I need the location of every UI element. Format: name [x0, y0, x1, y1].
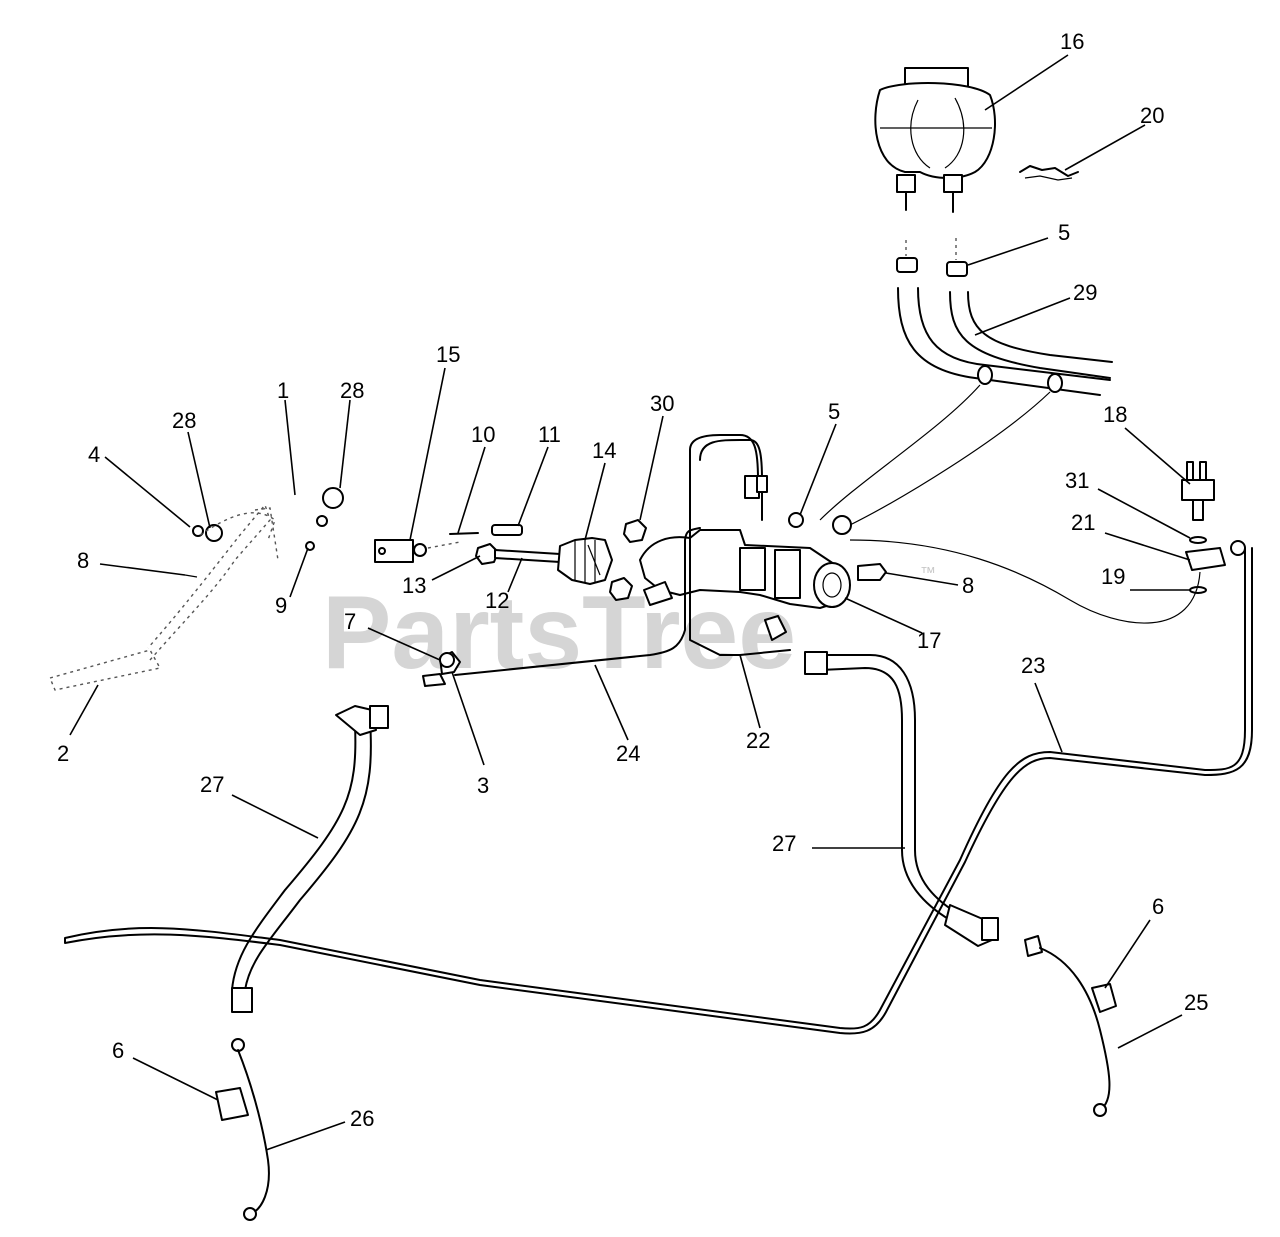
watermark-trademark: ™ [920, 565, 936, 582]
callout-27-right[interactable]: 27 [772, 831, 796, 856]
part-26-brake-line[interactable] [215, 1049, 270, 1221]
callout-12[interactable]: 12 [485, 588, 509, 613]
callout-1[interactable]: 1 [277, 378, 289, 403]
part-27-brake-hose-right[interactable] [804, 651, 1043, 957]
part-22-brake-line[interactable] [689, 434, 791, 656]
part-5-hose-clamps-upper[interactable] [896, 257, 968, 277]
assembly-guide-clevis [427, 541, 461, 549]
part-15-clevis[interactable] [374, 539, 427, 563]
callout-28-left[interactable]: 28 [172, 408, 196, 433]
callout-26[interactable]: 26 [350, 1106, 374, 1131]
callout-15[interactable]: 15 [436, 342, 460, 367]
callout-24[interactable]: 24 [616, 741, 640, 766]
callout-13[interactable]: 13 [402, 573, 426, 598]
callout-28-right[interactable]: 28 [340, 378, 364, 403]
part-16-reservoir[interactable] [874, 67, 996, 213]
callout-8-left[interactable]: 8 [77, 548, 89, 573]
part-8-bolt-right[interactable] [857, 563, 887, 581]
part-7-fitting[interactable] [439, 652, 455, 668]
part-2-brake-pedal[interactable] [49, 503, 279, 691]
part-10-pin[interactable] [449, 532, 479, 535]
part-23-brake-line[interactable] [64, 547, 1253, 1035]
callout-21[interactable]: 21 [1071, 510, 1095, 535]
callout-2[interactable]: 2 [57, 741, 69, 766]
callout-leaders [69, 54, 1191, 1151]
part-31-washer[interactable] [1189, 536, 1207, 544]
part-29-reservoir-hoses[interactable] [819, 287, 1113, 526]
callout-27-left[interactable]: 27 [200, 772, 224, 797]
assembly-guide-upper [905, 238, 957, 260]
part-27-brake-hose-left[interactable] [231, 705, 389, 1052]
part-25-brake-line[interactable] [1039, 947, 1117, 1117]
part-12-push-rod[interactable] [494, 549, 561, 563]
callout-labels: 16 20 5 29 15 1 28 28 30 10 11 14 5 18 4… [57, 29, 1208, 1131]
callout-9[interactable]: 9 [275, 593, 287, 618]
watermark-text: PartsTree [322, 575, 796, 691]
part-19-washer[interactable] [1189, 586, 1207, 594]
callout-5-upper[interactable]: 5 [1058, 220, 1070, 245]
part-13-nut[interactable] [475, 543, 499, 565]
part-11-bolt[interactable] [491, 524, 523, 536]
callout-16[interactable]: 16 [1060, 29, 1084, 54]
callout-6-left[interactable]: 6 [112, 1038, 124, 1063]
callout-22[interactable]: 22 [746, 728, 770, 753]
assembly-guide-switch [849, 539, 1201, 624]
callout-19[interactable]: 19 [1101, 564, 1125, 589]
callout-4[interactable]: 4 [88, 442, 100, 467]
callout-11[interactable]: 11 [538, 422, 561, 447]
callout-6-right[interactable]: 6 [1152, 894, 1164, 919]
part-18-brake-switch[interactable] [1181, 461, 1215, 521]
callout-5-middle[interactable]: 5 [828, 399, 840, 424]
pedal-pivot-hardware[interactable] [184, 487, 344, 578]
callout-17[interactable]: 17 [917, 628, 941, 653]
callout-20[interactable]: 20 [1140, 103, 1164, 128]
callout-3[interactable]: 3 [477, 773, 489, 798]
part-30-nuts[interactable] [609, 519, 647, 601]
part-20-clip[interactable] [1019, 165, 1079, 181]
part-master-cylinder[interactable] [639, 512, 852, 609]
part-21-tee-fitting[interactable] [1185, 540, 1246, 571]
partstree-watermark: PartsTree ™ [322, 565, 936, 691]
callout-30[interactable]: 30 [650, 391, 674, 416]
callout-29[interactable]: 29 [1073, 280, 1097, 305]
callout-25[interactable]: 25 [1184, 990, 1208, 1015]
callout-31[interactable]: 31 [1065, 468, 1089, 493]
callout-8-right[interactable]: 8 [962, 573, 974, 598]
part-14-boot[interactable] [557, 537, 613, 585]
callout-10[interactable]: 10 [471, 422, 495, 447]
callout-14[interactable]: 14 [592, 438, 616, 463]
callout-23[interactable]: 23 [1021, 653, 1045, 678]
callout-7[interactable]: 7 [344, 609, 356, 634]
callout-18[interactable]: 18 [1103, 402, 1127, 427]
